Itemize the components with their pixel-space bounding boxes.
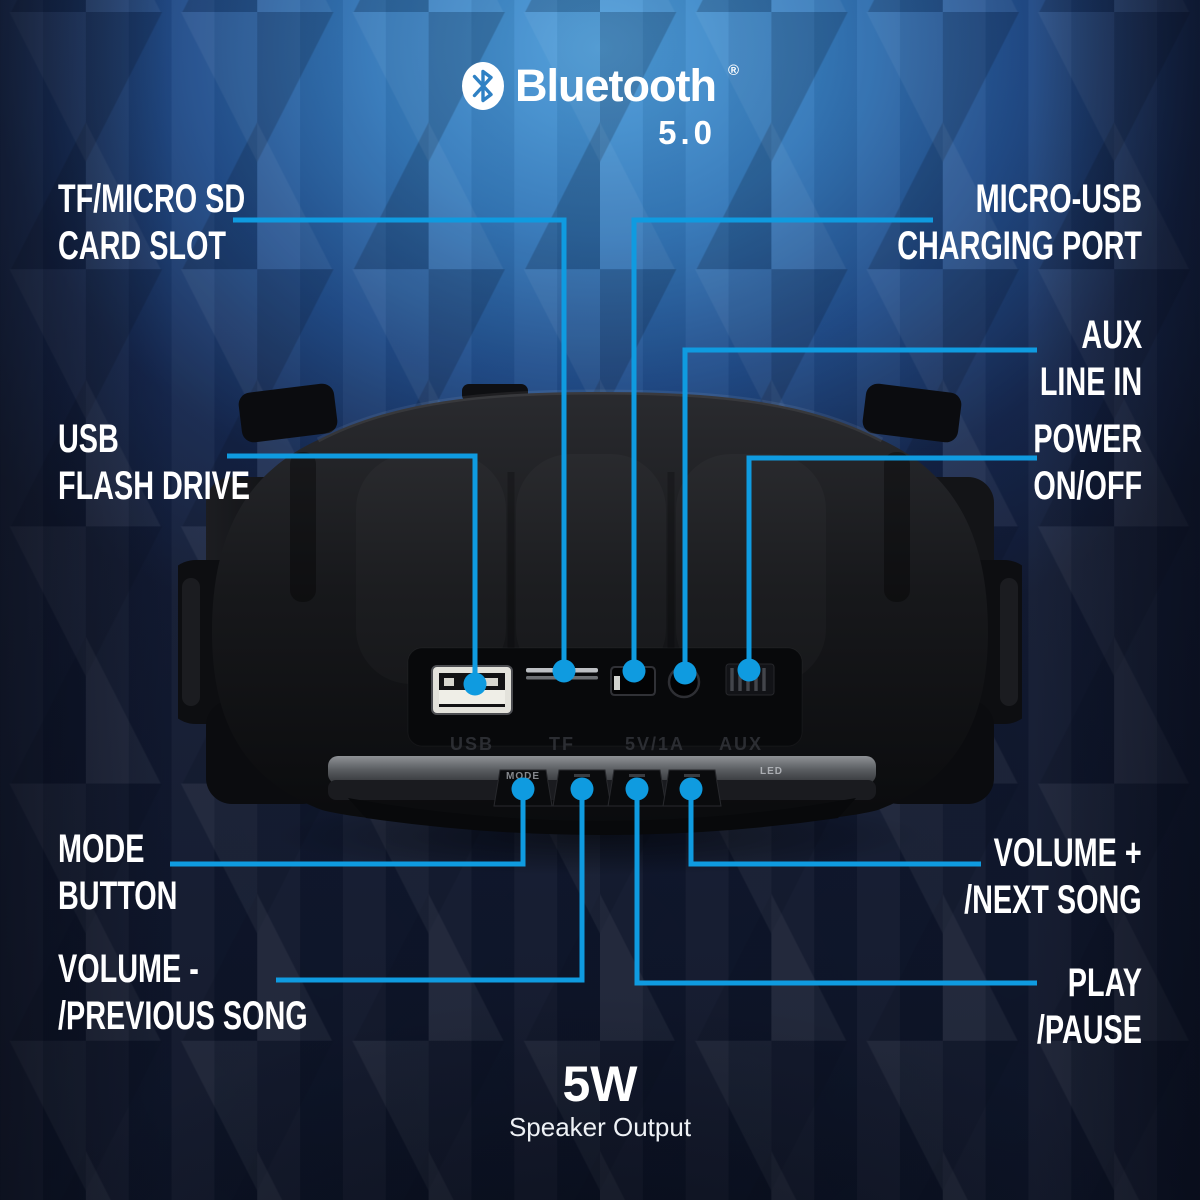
bluetooth-icon (461, 62, 504, 110)
label-power-on-off: POWER ON/OFF (1033, 417, 1142, 508)
label-micro-usb-charging-port: MICRO-USB CHARGING PORT (897, 177, 1142, 268)
aux-jack (667, 665, 701, 699)
label-usb-flash-drive: USB FLASH DRIVE (58, 417, 251, 508)
label-play-pause: PLAY /PAUSE (1036, 961, 1142, 1052)
bluetooth-wordmark: Bluetooth (514, 60, 717, 111)
svg-text:TF: TF (549, 734, 575, 754)
svg-text:MODE: MODE (506, 771, 540, 782)
usb-port (431, 665, 513, 715)
micro-usb-port (610, 666, 656, 696)
registered-mark: ® (727, 62, 739, 79)
bluetooth-version: 5.0 (658, 114, 716, 151)
svg-text:5V/1A: 5V/1A (625, 734, 685, 754)
label-volume-down-previous: VOLUME - /PREVIOUS SONG (58, 947, 308, 1038)
speaker-output-caption: Speaker Output (508, 1112, 692, 1142)
label-volume-up-next: VOLUME + /NEXT SONG (964, 831, 1142, 922)
power-switch (725, 663, 775, 696)
svg-text:USB: USB (450, 734, 494, 754)
bluetooth-badge: Bluetooth ® 5.0 (0, 60, 1200, 152)
svg-text:AUX: AUX (719, 734, 763, 754)
label-mode-button: MODE BUTTON (58, 827, 178, 918)
label-aux-line-in: AUX LINE IN (1039, 313, 1142, 404)
speaker-output-value: 5W (562, 1056, 638, 1112)
port-markings: USB TF 5V/1A AUX (450, 734, 763, 754)
label-tf-card-slot: TF/MICRO SD CARD SLOT (58, 177, 246, 268)
led-label: LED (760, 766, 783, 777)
